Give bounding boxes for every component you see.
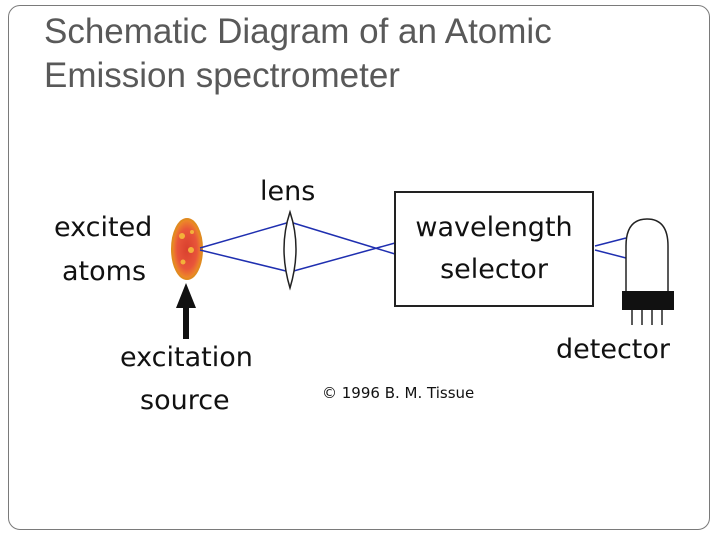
excitation-source-label-line-1: excitation <box>120 342 253 373</box>
detector-icon <box>622 218 674 325</box>
title-line-1: Schematic Diagram of an Atomic <box>44 12 552 51</box>
wavelength-selector-box <box>394 191 594 307</box>
excitation-source-label-line-2: source <box>140 385 230 416</box>
excitation-arrow-icon <box>176 283 196 339</box>
light-beam-icon <box>199 221 396 273</box>
detector-label: detector <box>556 334 670 365</box>
wavelength-selector-label-line-2: selector <box>440 254 548 285</box>
output-beam-icon <box>594 237 627 259</box>
copyright-notice: © 1996 B. M. Tissue <box>322 384 475 402</box>
excited-atoms-label-line-2: atoms <box>62 256 147 287</box>
wavelength-selector-label-line-1: wavelength <box>415 212 573 243</box>
excited-atoms-icon <box>171 218 203 280</box>
excited-atoms-label-line-1: excited <box>54 212 153 243</box>
slide-frame <box>8 5 710 530</box>
title-line-2: Emission spectrometer <box>44 56 400 95</box>
slide-title: Schematic Diagram of an Atomic Emission … <box>44 10 684 98</box>
lens-label: lens <box>260 176 316 207</box>
lens-icon <box>283 209 297 291</box>
